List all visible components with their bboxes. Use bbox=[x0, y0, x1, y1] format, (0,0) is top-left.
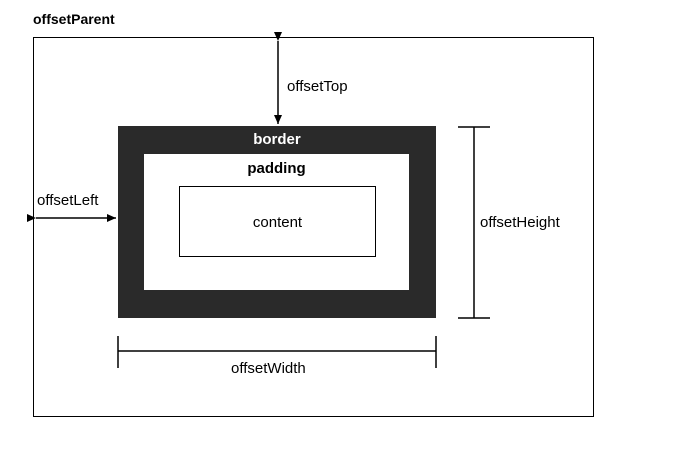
element-padding-box: padding content bbox=[144, 154, 409, 290]
offset-width-dimension bbox=[117, 336, 437, 368]
border-label: border bbox=[253, 131, 301, 148]
offset-top-label: offsetTop bbox=[287, 78, 348, 95]
offset-height-label: offsetHeight bbox=[480, 214, 560, 231]
offset-height-dimension bbox=[458, 126, 490, 319]
offset-left-label: offsetLeft bbox=[37, 192, 99, 209]
offset-width-label: offsetWidth bbox=[231, 360, 306, 377]
offset-parent-title: offsetParent bbox=[33, 11, 115, 27]
padding-label: padding bbox=[247, 160, 306, 177]
element-border-box: border padding content bbox=[118, 126, 436, 318]
element-content-box: content bbox=[179, 186, 376, 257]
content-label: content bbox=[252, 214, 303, 231]
offset-parent-box bbox=[33, 37, 594, 417]
